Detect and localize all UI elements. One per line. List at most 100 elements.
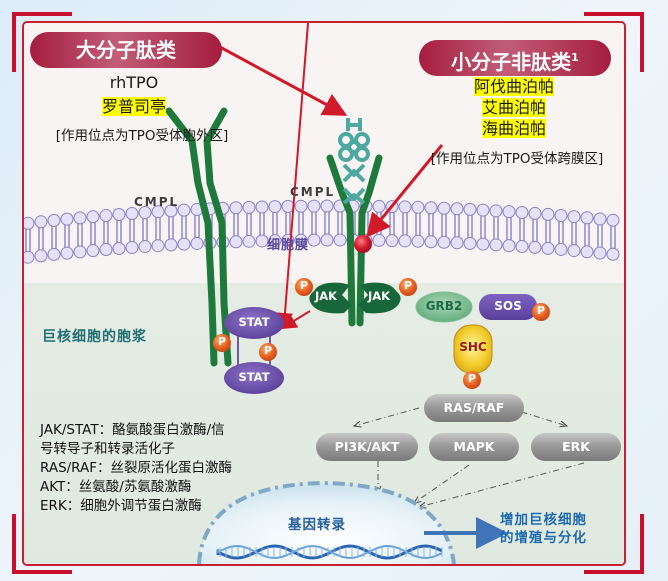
lipid	[580, 211, 594, 259]
pathway-svg	[24, 23, 620, 564]
footnote-ref: 1	[571, 51, 579, 64]
lipid	[112, 207, 126, 255]
arrow-ras-to-pi3k	[354, 407, 420, 426]
lipid	[86, 210, 100, 258]
arrow-mapk-to-nucleus	[414, 464, 470, 503]
phosphate-label: P	[536, 304, 546, 317]
nonpeptide-site-note: [作用位点为TPO受体跨膜区]	[430, 151, 604, 167]
membrane-label: 细胞膜	[267, 238, 310, 253]
phosphate-circle	[213, 334, 231, 352]
nuclear-envelope	[197, 480, 456, 564]
lipid	[255, 200, 269, 248]
drug-romiplostim: 罗普司亭	[101, 97, 166, 116]
corner-bracket-br-v	[640, 514, 644, 574]
node-erk: ERK	[531, 433, 621, 461]
arrow-jak-to-stat	[276, 23, 309, 329]
stat-bottom-label: STAT	[238, 370, 270, 384]
dna-helix	[216, 544, 443, 560]
grb2-shape	[415, 291, 473, 323]
stat-top-shape	[224, 307, 284, 339]
lipid	[398, 200, 412, 248]
tpo-ligand	[338, 118, 370, 205]
node-mapk: MAPK	[429, 433, 519, 461]
drug-romiplostim-wrap: 罗普司亭	[64, 93, 204, 117]
drug-hetrombopag: 海曲泊帕	[481, 119, 546, 138]
jak-left	[309, 282, 352, 314]
legend-line: JAK/STAT：酪氨酸蛋白激酶/信	[40, 422, 225, 438]
outcome-line-2: 的增殖与分化	[500, 530, 587, 546]
lipid	[294, 199, 308, 247]
arrow-jak-to-stat-line	[280, 310, 311, 330]
lipid	[554, 208, 568, 256]
corner-bracket-tr-v	[640, 12, 644, 72]
lipid	[606, 213, 620, 261]
arrow-erk-to-nucleus	[419, 462, 585, 507]
legend-line: ERK：细胞外调节蛋白激酶	[40, 498, 202, 514]
lipid	[541, 207, 555, 255]
diagram-panel: 大分子肽类 小分子非肽类1 rhTPO 罗普司亭 [作用位点为TPO受体胞外区]…	[22, 21, 626, 566]
nonpeptide-class-title: 小分子非肽类1	[419, 40, 611, 76]
lipid	[268, 200, 282, 248]
lipid	[60, 212, 74, 260]
nonpeptide-drug-list: 阿伐曲泊帕 艾曲泊帕 海曲泊帕	[444, 76, 584, 139]
phosphate-circle	[463, 371, 481, 389]
lipid	[242, 200, 256, 248]
lipid	[151, 205, 165, 253]
phosphate-label: P	[403, 279, 413, 292]
lipid	[515, 205, 529, 253]
sos-shape	[479, 294, 537, 320]
cmpl-label-left: CMPL	[134, 195, 180, 209]
legend-line: 号转导子和转录活化子	[40, 441, 175, 457]
corner-bracket-tr-h	[584, 12, 644, 16]
arrow-nonpeptide-to-receptor	[366, 144, 444, 238]
lipid	[24, 216, 35, 264]
grb2-label: GRB2	[425, 299, 463, 313]
jak-right	[358, 282, 401, 314]
legend-line: RAS/RAF：丝裂原活化蛋白激酶	[40, 460, 233, 476]
peptide-site-note: [作用位点为TPO受体胞外区]	[55, 128, 229, 144]
stat-bottom-shape	[224, 362, 284, 394]
arrow-ras-to-erk	[508, 407, 567, 426]
cmpl-label-right: CMPL	[290, 185, 336, 199]
lipid	[528, 206, 542, 254]
sos-label: SOS	[494, 299, 522, 313]
cytoplasm-label: 巨核细胞的胞浆	[42, 329, 147, 345]
lipid	[463, 202, 477, 250]
abbreviation-legend: JAK/STAT：酪氨酸蛋白激酶/信 号转导子和转录活化子 RAS/RAF：丝裂…	[40, 421, 232, 516]
drug-rhtpo: rhTPO	[109, 73, 159, 92]
lipid	[73, 211, 87, 259]
lipid	[593, 212, 607, 260]
lipid	[567, 210, 581, 258]
peptide-class-title: 大分子肽类	[30, 32, 222, 68]
outcome-label: 增加巨核细胞 的增殖与分化	[500, 511, 587, 547]
lipid	[476, 203, 490, 251]
nucleus	[199, 483, 454, 564]
lipid	[229, 201, 243, 249]
lipid	[437, 201, 451, 249]
lipid	[489, 204, 503, 252]
lipid	[177, 203, 191, 251]
lipid	[450, 202, 464, 250]
phosphate-label: P	[467, 372, 477, 385]
phosphate-label: P	[299, 279, 309, 292]
corner-bracket-tl-h	[12, 12, 72, 16]
lipid	[190, 202, 204, 250]
lipid	[424, 201, 438, 249]
cell-membrane	[24, 199, 620, 264]
phosphate-circle	[532, 303, 550, 321]
phosphate-circle	[259, 343, 277, 361]
phosphate-circle	[295, 278, 313, 296]
lipid	[47, 213, 61, 261]
phosphate-circle	[399, 278, 417, 296]
node-pi3k-akt: PI3K/AKT	[316, 433, 418, 461]
phosphate-group	[213, 278, 550, 389]
cmpl-receptor-left	[165, 107, 232, 367]
lipid	[307, 199, 321, 247]
node-ras-raf: RAS/RAF	[424, 394, 524, 422]
legend-line: AKT：丝氨酸/苏氨酸激酶	[40, 479, 192, 495]
drug-avatrombopag: 阿伐曲泊帕	[473, 77, 554, 96]
lipid	[164, 204, 178, 252]
lipid	[34, 215, 48, 263]
corner-bracket-bl-v	[12, 514, 16, 574]
shc-label: SHC	[459, 340, 487, 354]
